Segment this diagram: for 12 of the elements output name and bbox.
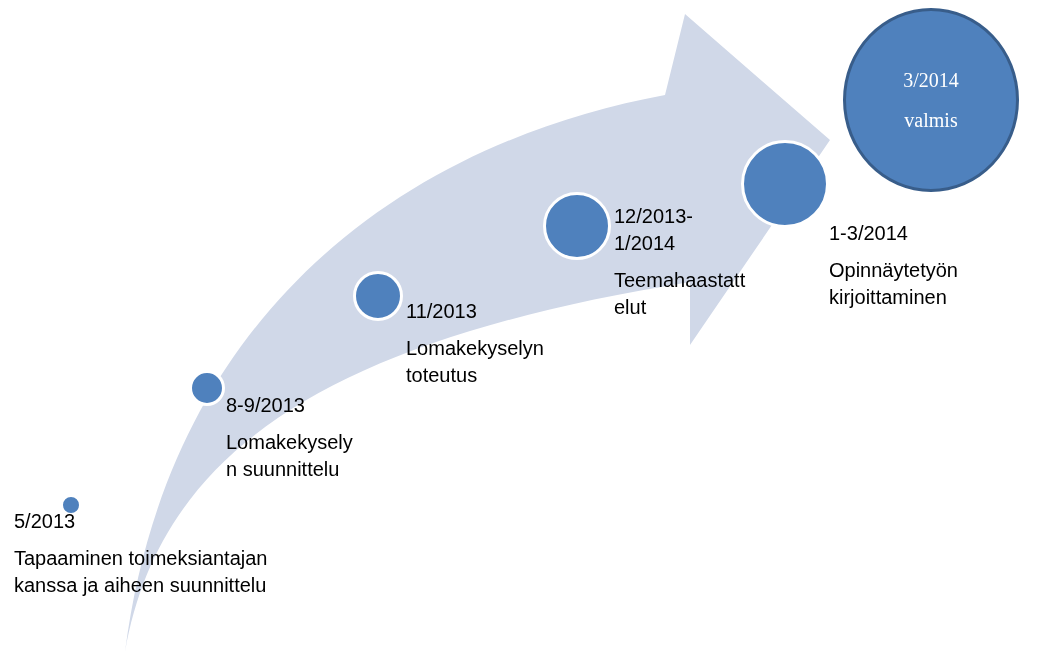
date-label: 5/2013 xyxy=(14,509,77,534)
description-text: Lomakekysely n suunnittelu xyxy=(226,430,354,482)
description-text: Lomakekyselyn toteutus xyxy=(406,336,545,388)
date-label: 12/2013- 1/2014 xyxy=(614,204,694,256)
description-text: Teemahaastatt elut xyxy=(614,268,747,320)
description-text: Opinnäytetyön kirjoittaminen xyxy=(829,258,959,310)
date-label: 8-9/2013 xyxy=(226,393,306,418)
date-label: 11/2013 xyxy=(406,299,478,324)
date-label: 3/2014 xyxy=(903,68,959,93)
description-text: Tapaaminen toimeksiantajan kanssa ja aiheen suunnittelu xyxy=(14,546,269,598)
date-label: 1-3/2014 xyxy=(829,221,909,246)
status-text: valmis xyxy=(904,108,958,133)
